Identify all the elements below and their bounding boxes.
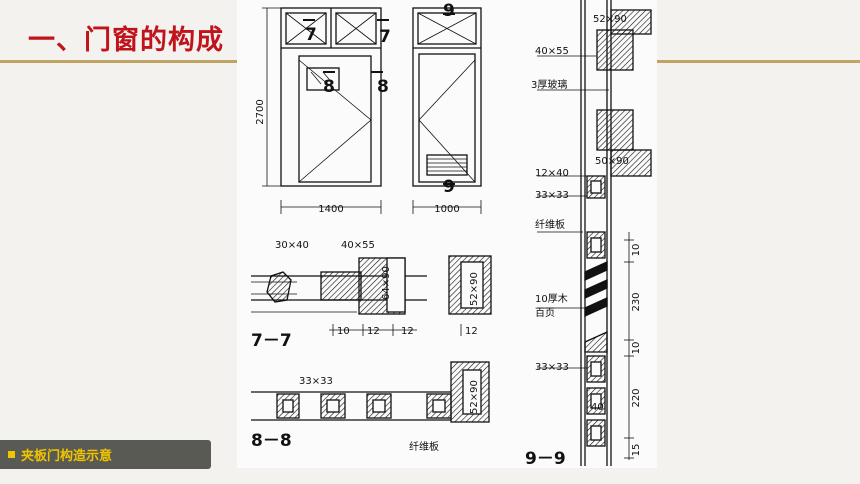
dim-d3: 10 [631,342,642,355]
width-dimension-a [280,200,382,214]
label-33x33-88: 33×33 [299,376,333,387]
label-12x40: 12×40 [535,168,569,179]
caption-bullet-icon [8,451,15,458]
dim-d1: 10 [631,244,642,257]
dim-height: 2700 [255,99,266,124]
height-dimension [262,7,281,187]
section-8-8 [251,361,490,423]
label-louver-a: 10厚木 [535,293,568,305]
dim-9-9 [624,232,634,460]
caption-text: 夹板门构造示意 [21,449,113,464]
marker-7a: 7 [305,25,317,45]
dim-c3: 12 [401,326,414,337]
door-elevation-b [412,7,482,187]
label-glass: 3厚玻璃 [531,78,567,91]
width-dimension-b [412,200,482,214]
drawing-svg: 2700 1400 1000 7 7 8 8 9 9 30×40 40×55 6… [251,0,652,468]
label-64x90: 64×90 [381,266,392,300]
section-9-9 [537,0,652,466]
marker-9b: 9 [443,177,455,197]
marker-7b: 7 [379,27,391,47]
dim-d2: 230 [631,292,642,311]
section-label-8-8: 8－8 [251,431,292,451]
dim-7-7 [329,324,462,336]
dim-c2: 12 [367,326,380,337]
label-52x90-top: 52×90 [593,14,627,25]
dim-d4: 220 [631,388,642,407]
dim-d5: 40 [591,402,604,413]
caption-bar: 夹板门构造示意 [0,440,211,469]
label-30x40: 30×40 [275,240,309,251]
marker-8a: 8 [323,77,335,97]
label-fiber-top: 纤维板 [535,218,565,231]
dim-width-a: 1400 [318,204,343,215]
title-rule-right [656,60,860,63]
dim-width-b: 1000 [434,204,459,215]
label-40x55-mid: 40×55 [341,240,375,251]
label-40x55-right: 40×55 [535,46,569,57]
label-fiber-bottom: 纤维板 [409,440,439,453]
label-louver-b: 百页 [535,307,555,319]
dim-c1: 10 [337,326,350,337]
section-label-7-7: 7－7 [251,331,292,351]
section-label-9-9: 9－9 [525,449,566,468]
dim-c4: 12 [465,326,478,337]
label-50x90: 50×90 [595,156,629,167]
marker-9a: 9 [443,1,455,21]
label-33x33-bottom: 33×33 [535,362,569,373]
slide-title: 一、门窗的构成 [28,25,224,56]
marker-8b: 8 [377,77,389,97]
dim-d6: 15 [631,444,642,457]
section-7-7 [251,255,492,315]
label-33x33-top: 33×33 [535,190,569,201]
label-52x90-low: 52×90 [469,380,480,414]
label-52x90-mid: 52×90 [469,272,480,306]
title-rule-left [0,60,240,63]
door-construction-drawing: 2700 1400 1000 7 7 8 8 9 9 30×40 40×55 6… [237,0,657,468]
door-elevation-a [280,7,382,187]
